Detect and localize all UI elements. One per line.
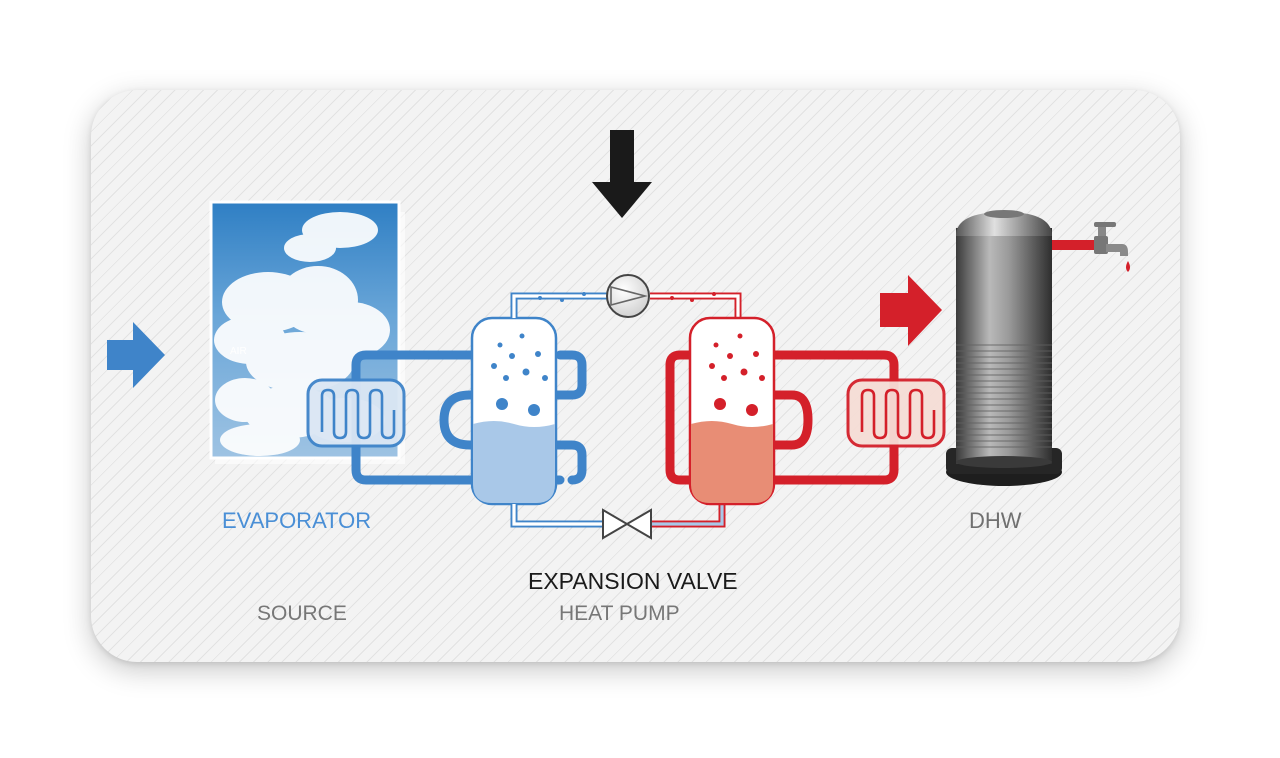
dhw-tank xyxy=(946,210,1062,486)
blue-arrow-right-icon xyxy=(107,322,165,388)
air-label: AIR xyxy=(230,346,247,357)
heat-pump-label: HEAT PUMP xyxy=(559,602,680,625)
water-tap-icon xyxy=(1052,222,1130,272)
air-source-panel xyxy=(209,200,405,464)
evaporator-vessel xyxy=(470,316,558,506)
dhw-label: DHW xyxy=(969,508,1022,533)
compressor-icon xyxy=(606,274,650,318)
evaporator-label: EVAPORATOR xyxy=(222,508,372,533)
condenser-vessel xyxy=(688,316,776,506)
evaporator-inner-loops xyxy=(439,350,587,485)
black-arrow-down-icon xyxy=(592,130,652,218)
expansion-valve-label: EXPANSION VALVE xyxy=(528,568,738,594)
red-arrow-right-icon xyxy=(880,275,942,346)
source-label: SOURCE xyxy=(257,602,347,625)
condenser-inner-loops xyxy=(665,350,813,485)
evaporator-coil-icon xyxy=(306,378,406,448)
condenser-coil-icon xyxy=(846,378,946,448)
refrigerant-line-bottom xyxy=(510,504,726,528)
refrigerant-line-top xyxy=(510,292,742,318)
expansion-valve-icon xyxy=(602,508,652,540)
